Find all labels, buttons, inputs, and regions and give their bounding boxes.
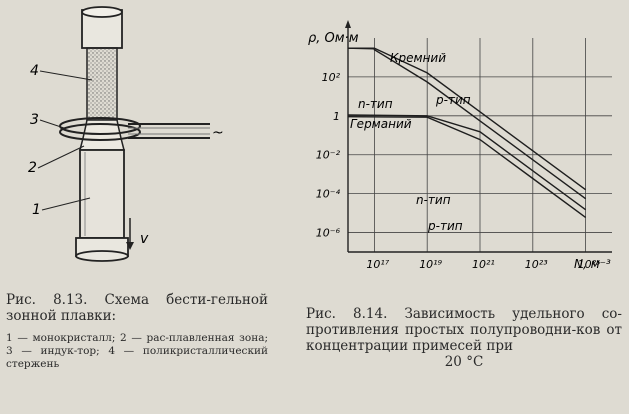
annotation-n-type-si: n-тип — [358, 97, 393, 111]
chart-ticks: 10¹⁷ 10¹⁹ 10²¹ 10²³ 10²⁵ 10² 1 10⁻² 10⁻⁴ 10⁻⁶ — [316, 71, 601, 271]
inductor-coil-front — [59, 123, 141, 141]
leader-2 — [37, 145, 85, 169]
annotation-n-type-ge: n-тип — [416, 193, 451, 207]
inductor-lead-inner — [128, 127, 210, 135]
leader-4 — [39, 70, 93, 81]
x-tick-label-0: 10¹⁷ — [366, 258, 389, 271]
y-tick-label-4: 10⁻⁶ — [316, 227, 341, 240]
figure-8-13-title: Рис. 8.13. Схема бести-гельной зонной пл… — [6, 292, 268, 324]
y-axis-arrow — [345, 20, 351, 28]
chart-grid — [348, 38, 612, 252]
figure-8-13-legend: 1 — монокристалл; 2 — рас-плавленная зон… — [6, 332, 268, 370]
resistivity-chart: 10¹⁷ 10¹⁹ 10²¹ 10²³ 10²⁵ 10² 1 10⁻² 10⁻⁴ 10⁻⁶ ρ, … — [308, 20, 612, 271]
y-tick-label-1: 1 — [333, 110, 340, 123]
label-2: 2 — [28, 160, 37, 176]
ac-symbol: ~ — [212, 125, 224, 141]
y-tick-label-3: 10⁻⁴ — [316, 188, 341, 201]
x-tick-label-3: 10²³ — [525, 258, 548, 271]
chart-ylabel: ρ, Ом·м — [308, 31, 359, 46]
annotation-germanium: Германий — [350, 117, 412, 131]
annotation-p-type-ge: p-тип — [427, 219, 463, 233]
chart-frame — [345, 20, 612, 253]
annotation-silicon: Кремний — [390, 51, 446, 65]
leader-3 — [39, 119, 65, 129]
polycrystalline-rod — [86, 47, 118, 121]
series-line-1 — [347, 47, 587, 200]
label-1: 1 — [32, 202, 41, 218]
motion-label: v — [140, 231, 149, 247]
label-3: 3 — [30, 112, 39, 128]
rod-top-cap-ellipse — [81, 6, 123, 18]
series-line-3 — [347, 116, 587, 218]
label-4: 4 — [30, 63, 39, 79]
monocrystal — [79, 149, 125, 239]
chart-series — [347, 47, 587, 218]
figure-8-13-caption: Рис. 8.13. Схема бести-гельной зонной пл… — [6, 292, 268, 371]
rod-bottom-cap-ellipse — [75, 250, 129, 262]
x-tick-label-1: 10¹⁹ — [419, 258, 442, 271]
x-tick-label-2: 10²¹ — [472, 258, 495, 271]
chart-xlabel: N, м⁻³ — [574, 257, 611, 271]
zone-melting-diagram: ~ v 4 3 2 1 — [28, 6, 224, 262]
motion-arrow-head — [126, 242, 134, 250]
inductor-leads — [128, 123, 210, 139]
figure-8-14-caption: Рис. 8.14. Зависимость удельного со-прот… — [306, 306, 622, 370]
series-line-2 — [347, 114, 587, 211]
figure-8-14-temperature: 20 °C — [444, 354, 484, 370]
leader-1 — [41, 197, 91, 211]
annotation-p-type-si: p-тип — [435, 93, 471, 107]
figure-8-14-text: Рис. 8.14. Зависимость удельного со-прот… — [306, 306, 622, 354]
y-tick-label-0: 10² — [322, 71, 341, 84]
y-tick-label-2: 10⁻² — [316, 149, 341, 162]
x-tick-label-4: 10²⁵ — [578, 258, 601, 271]
inductor-coil-back — [59, 117, 141, 135]
